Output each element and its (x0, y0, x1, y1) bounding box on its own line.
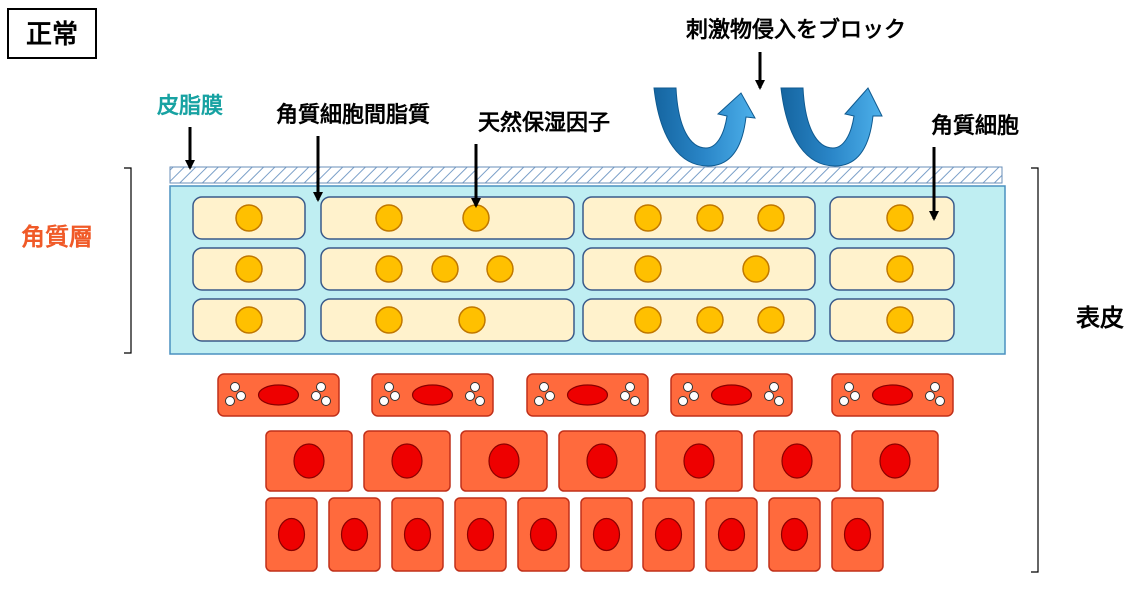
nmf-granule (634, 306, 662, 334)
keratohyalin-granule (236, 391, 246, 401)
nucleus (592, 517, 621, 552)
keratohyalin-granule (316, 382, 326, 392)
u-turn-arrow-left (653, 87, 756, 167)
nmf-granule (742, 255, 770, 283)
nmf-granule (634, 255, 662, 283)
corneocyte-grid (192, 196, 955, 342)
corneocyte-cell (320, 298, 575, 342)
corneocyte-label: 角質細胞 (931, 113, 1019, 139)
keratohyalin-granule (630, 396, 640, 406)
keratohyalin-granule (620, 391, 630, 401)
nmf-granule (757, 204, 785, 232)
nucleus (529, 517, 558, 552)
nmf-granule (462, 204, 490, 232)
keratohyalin-granule (625, 382, 635, 392)
intercellular-lipid-label: 角質細胞間脂質 (276, 102, 430, 128)
keratohyalin-granule (539, 382, 549, 392)
keratohyalin-granule (839, 396, 849, 406)
u-turn-arrow-right (780, 87, 883, 167)
nucleus (683, 443, 715, 479)
keratohyalin-granule (390, 391, 400, 401)
nmf-granule (375, 306, 403, 334)
keratohyalin-granule (470, 382, 480, 392)
nucleus (871, 384, 914, 406)
corneocyte-cell (582, 247, 816, 291)
nucleus (391, 443, 423, 479)
keratohyalin-granule (379, 396, 389, 406)
nucleus (717, 517, 746, 552)
nucleus (780, 517, 809, 552)
keratohyalin-granule (475, 396, 485, 406)
nucleus (879, 443, 911, 479)
keratohyalin-granule (311, 391, 321, 401)
nmf-granule (696, 306, 724, 334)
keratohyalin-granule (774, 396, 784, 406)
stratum-corneum-bracket (124, 167, 132, 354)
keratohyalin-granule (935, 396, 945, 406)
nmf-granule (886, 306, 914, 334)
nucleus (466, 517, 495, 552)
title-label: 正常 (26, 20, 78, 50)
nucleus (586, 443, 618, 479)
keratohyalin-granule (384, 382, 394, 392)
nmf-granule (431, 255, 459, 283)
title-box: 正常 (7, 8, 97, 59)
nmf-granule (486, 255, 514, 283)
nucleus (781, 443, 813, 479)
nucleus (257, 384, 300, 406)
nucleus (340, 517, 369, 552)
epidermis-bracket (1031, 167, 1039, 573)
nmf-label: 天然保湿因子 (478, 110, 610, 136)
keratohyalin-granule (465, 391, 475, 401)
keratohyalin-granule (925, 391, 935, 401)
keratohyalin-granule (930, 382, 940, 392)
keratohyalin-granule (225, 396, 235, 406)
sebum-film (169, 166, 1003, 184)
keratohyalin-granule (764, 391, 774, 401)
epidermis-label: 表皮 (1076, 304, 1124, 332)
epidermal-cell-layers (217, 373, 954, 572)
block-label: 刺激物侵入をブロック (686, 17, 906, 43)
nucleus (403, 517, 432, 552)
nmf-granule (375, 255, 403, 283)
nucleus (488, 443, 520, 479)
corneocyte-cell (320, 196, 575, 240)
nmf-granule (696, 204, 724, 232)
nucleus (293, 443, 325, 479)
nucleus (277, 517, 306, 552)
nucleus (566, 384, 609, 406)
keratohyalin-granule (534, 396, 544, 406)
nucleus (411, 384, 454, 406)
keratohyalin-granule (850, 391, 860, 401)
nmf-granule (458, 306, 486, 334)
keratohyalin-granule (689, 391, 699, 401)
nmf-granule (886, 255, 914, 283)
keratohyalin-granule (230, 382, 240, 392)
nmf-granule (235, 306, 263, 334)
nmf-granule (634, 204, 662, 232)
nmf-granule (235, 204, 263, 232)
nucleus (843, 517, 872, 552)
nucleus (710, 384, 753, 406)
keratohyalin-granule (844, 382, 854, 392)
keratohyalin-granule (321, 396, 331, 406)
nucleus (654, 517, 683, 552)
keratohyalin-granule (678, 396, 688, 406)
stratum-corneum-label: 角質層 (21, 223, 93, 251)
nmf-granule (886, 204, 914, 232)
keratohyalin-granule (683, 382, 693, 392)
keratohyalin-granule (545, 391, 555, 401)
nmf-granule (757, 306, 785, 334)
nmf-granule (235, 255, 263, 283)
keratohyalin-granule (769, 382, 779, 392)
nmf-granule (375, 204, 403, 232)
sebum-label: 皮脂膜 (157, 93, 223, 119)
